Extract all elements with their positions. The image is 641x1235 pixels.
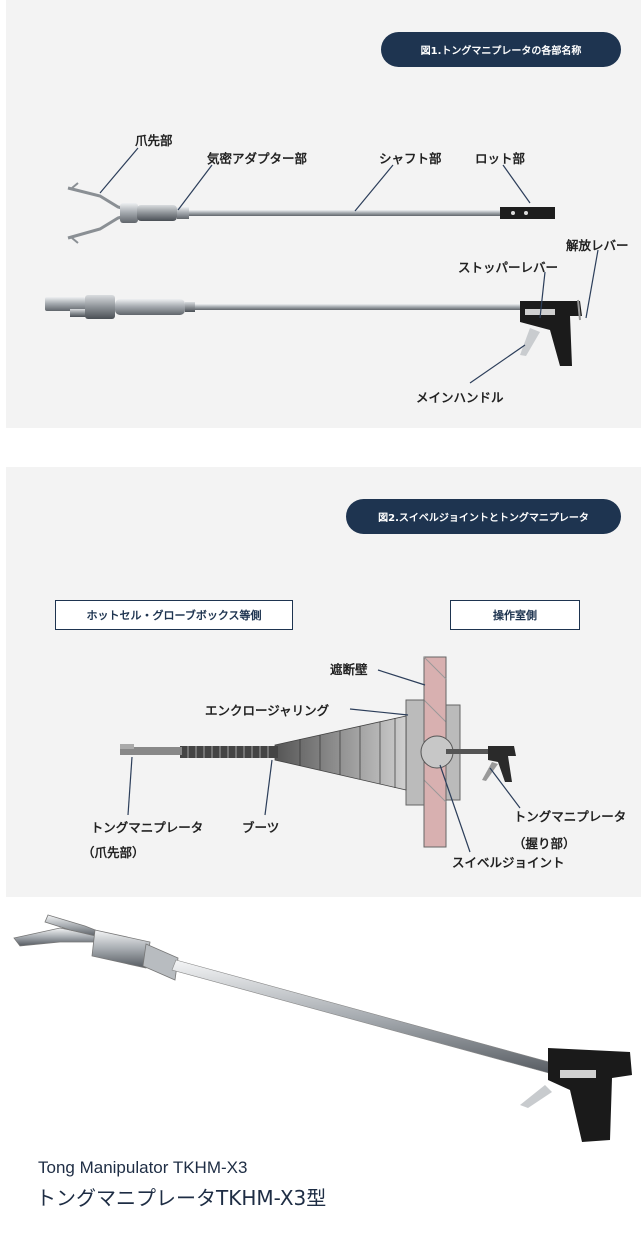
upper-manipulator — [67, 182, 555, 244]
label-main-handle: メインハンドル — [416, 390, 504, 405]
side-left-label: ホットセル・グローブボックス等側 — [55, 600, 293, 630]
lower-manipulator — [45, 295, 582, 366]
label-enclosure-ring: エンクロージャリング — [205, 703, 330, 718]
label-tong-claw-line1: トングマニプレータ — [90, 820, 204, 835]
label-release-lever: 解放レバー — [566, 238, 629, 253]
figure2-illustration — [120, 656, 521, 853]
product-name-en: Tong Manipulator TKHM-X3 — [38, 1158, 248, 1177]
figure2-panel — [6, 467, 641, 897]
figure1-leaders — [99, 147, 599, 384]
label-tong-grip-line2: （握り部） — [513, 836, 576, 851]
label-tong-claw: トングマニプレータ （爪先部） — [82, 817, 212, 861]
label-stopper-lever: ストッパーレバー — [458, 260, 559, 275]
label-claw: 爪先部 — [135, 133, 173, 148]
label-swivel: スイベルジョイント — [452, 855, 565, 870]
figure1-title: 図1.トングマニプレータの各部名称 — [381, 32, 621, 67]
figure2-title: 図2.スイベルジョイントとトングマニプレータ — [346, 499, 621, 534]
figure1-illustration — [45, 147, 599, 384]
product-name-ja: トングマニプレータTKHM-X3型 — [36, 1186, 327, 1210]
label-shaft: シャフト部 — [379, 151, 442, 166]
label-tong-grip: トングマニプレータ （握り部） — [505, 806, 635, 852]
label-tong-claw-line2: （爪先部） — [82, 845, 145, 860]
label-adapter: 気密アダプター部 — [207, 151, 308, 166]
label-wall: 遮断壁 — [330, 662, 368, 677]
label-tong-grip-line1: トングマニプレータ — [513, 809, 627, 824]
label-boots: ブーツ — [242, 820, 280, 835]
label-rod: ロット部 — [475, 151, 526, 166]
side-right-label: 操作室側 — [450, 600, 580, 630]
product-manipulator — [13, 914, 632, 1142]
